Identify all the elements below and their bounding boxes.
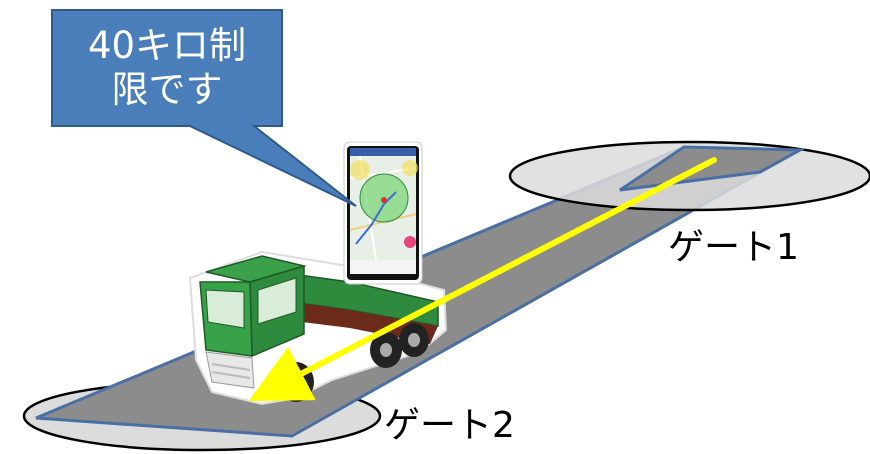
speech-callout (51, 9, 357, 207)
callout-line-1: 40キロ制 (87, 23, 247, 67)
route-arrow (248, 157, 717, 402)
smartphone-icon (343, 141, 423, 285)
gate2-label: ゲート2 (384, 405, 515, 446)
callout-message: 40キロ制 限です (56, 14, 278, 122)
road-gate1-segment (619, 145, 806, 192)
gate1-label: ゲート1 (668, 227, 799, 268)
callout-line-2: 限です (111, 68, 223, 111)
